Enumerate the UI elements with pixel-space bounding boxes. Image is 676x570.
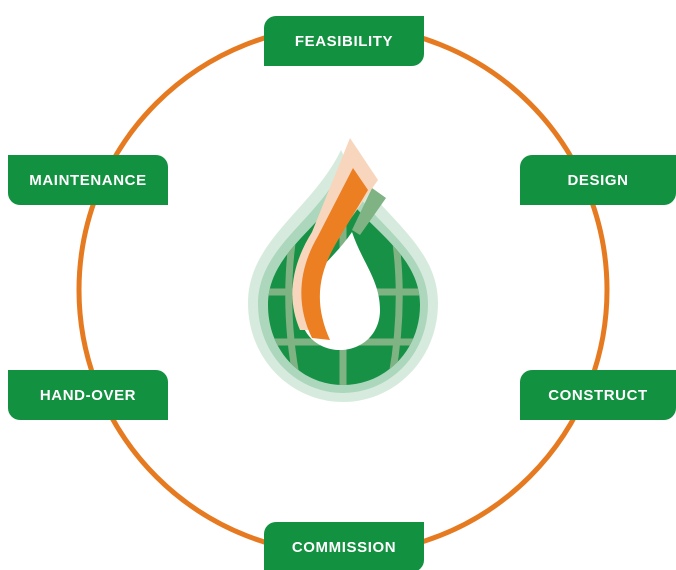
stage-handover-label: HAND-OVER bbox=[8, 370, 168, 420]
stage-design-label: DESIGN bbox=[520, 155, 676, 205]
stage-maintenance-label: MAINTENANCE bbox=[8, 155, 168, 205]
stage-commission-label: COMMISSION bbox=[264, 522, 424, 570]
stage-construct-label: CONSTRUCT bbox=[520, 370, 676, 420]
flame bbox=[301, 168, 368, 340]
stage-feasibility-label: FEASIBILITY bbox=[264, 16, 424, 66]
drop-accent-strip bbox=[352, 188, 386, 235]
